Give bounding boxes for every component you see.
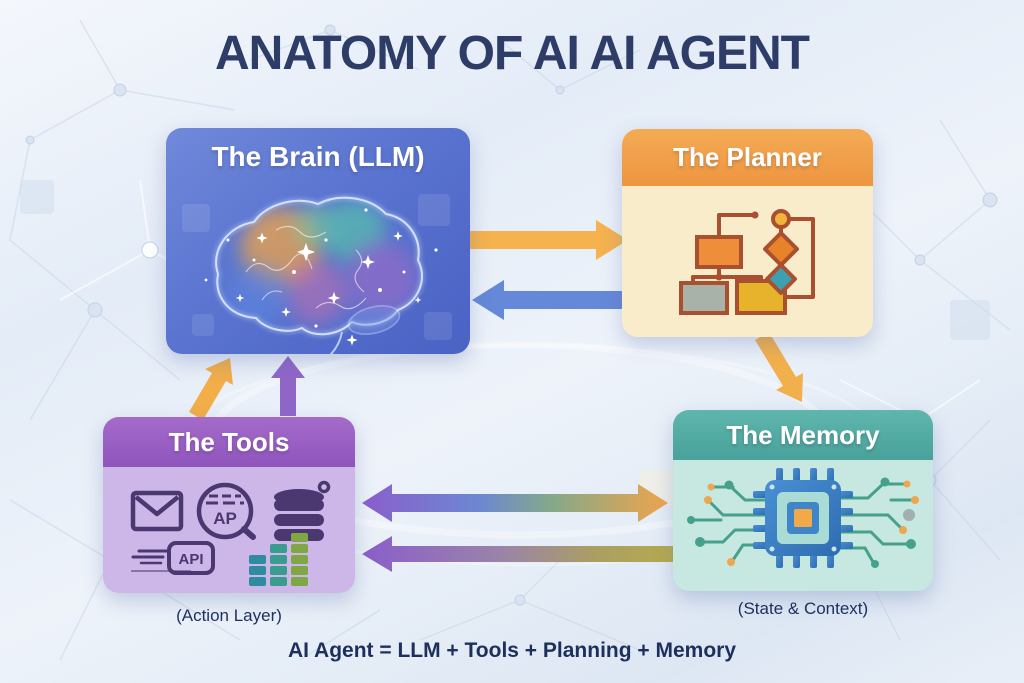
action-layer-label: (Action Layer) xyxy=(176,606,282,625)
state-context-label: (State & Context) xyxy=(737,599,869,618)
flowchart-icon xyxy=(678,209,815,315)
arrow-memory-to-tools xyxy=(362,536,676,572)
page-title: ANATOMY OF AI AI AGENT xyxy=(214,27,810,80)
arrow-planner-to-memory xyxy=(755,332,803,402)
arrow-planner-to-brain xyxy=(472,280,625,320)
memory-title: The Memory xyxy=(673,410,933,460)
chip-circuit-icon xyxy=(687,468,919,568)
planner-title: The Planner xyxy=(622,129,873,186)
api-globe-icon: AP xyxy=(196,482,256,540)
box-tools: The Tools AP xyxy=(103,417,355,593)
arrow-tools-memory-bidirectional xyxy=(362,484,668,522)
database-icon xyxy=(274,480,331,541)
envelope-icon xyxy=(130,490,184,532)
svg-text:API: API xyxy=(178,551,203,568)
arrow-tools-to-brain-orange xyxy=(189,358,233,420)
brain-illustration xyxy=(182,194,452,354)
api-badge-icon: API xyxy=(131,541,215,575)
svg-text:AP: AP xyxy=(213,509,237,528)
tools-icons: AP API xyxy=(130,480,331,586)
box-memory: The Memory xyxy=(673,410,933,591)
box-planner: The Planner xyxy=(622,129,873,337)
tools-title: The Tools xyxy=(103,417,355,467)
formula-text: AI Agent = LLM + Tools + Planning + Memo… xyxy=(287,639,737,662)
box-brain: The Brain (LLM) xyxy=(166,128,470,354)
bar-chart-icon xyxy=(249,533,308,586)
brain-title: The Brain (LLM) xyxy=(211,141,425,172)
arrow-tools-to-brain-purple xyxy=(271,356,305,416)
arrow-brain-to-planner xyxy=(470,220,628,260)
